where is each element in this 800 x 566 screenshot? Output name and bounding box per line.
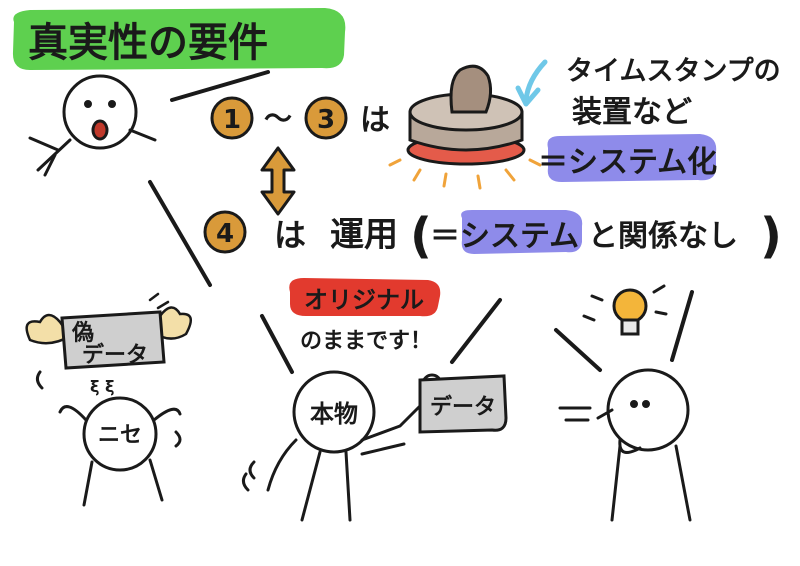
coin-three: [304, 96, 348, 140]
real-data-card: データ: [418, 374, 508, 434]
fake-card-line2: データ: [82, 342, 148, 368]
callout-arrowhead: [515, 85, 541, 107]
thinking-figure: [558, 368, 692, 522]
range-ha: は: [360, 103, 390, 138]
wing-icon: [25, 313, 72, 345]
paren-open: (: [410, 208, 432, 264]
range-tilde: 〜: [264, 102, 292, 135]
double-arrow-icon: [260, 146, 296, 216]
operation-text: 運用: [330, 215, 398, 255]
fake-card-body: [60, 310, 166, 370]
callout-line-1: タイムスタンプの: [566, 56, 781, 87]
fake-person-label: ニセ: [98, 423, 142, 448]
real-card-body: [418, 374, 508, 434]
original-group: オリジナル のままです！: [289, 278, 441, 354]
fake-data-card: 偽 データ: [25, 292, 193, 370]
paren-system: ＝システム: [430, 219, 579, 254]
original-subtext: のままです！: [300, 329, 432, 354]
page-title: 真実性の要件: [28, 20, 268, 66]
surprised-figure: [28, 74, 157, 177]
callout-line-2: 装置など: [572, 95, 692, 130]
mid-left-line: [260, 314, 294, 374]
original-highlight: [289, 278, 441, 317]
right-right-line: [670, 290, 694, 362]
four-row: 4 は 運用 ( ＝システム と関係なし ): [203, 208, 782, 264]
mid-right-line: [450, 298, 502, 364]
motion-marks: [148, 292, 170, 310]
real-card-text: データ: [430, 394, 496, 420]
paren-system-highlight: [461, 210, 583, 254]
four-ha: は: [274, 216, 306, 254]
original-text: オリジナル: [304, 286, 424, 314]
left-diagonal-line: [148, 180, 212, 287]
right-left-line: [554, 328, 602, 372]
fake-figure: ξ ξ: [35, 370, 182, 507]
top-divider-line: [170, 70, 270, 102]
paren-rest: と関係なし: [588, 219, 738, 254]
worry-marks: ξ ξ: [90, 377, 114, 396]
system-label-group: ＝システム化: [538, 134, 717, 182]
callout-arrow: [523, 59, 548, 103]
range-row: 1 〜 3 は: [210, 96, 390, 140]
system-highlight: [547, 134, 717, 182]
real-person-label: 本物: [310, 400, 358, 428]
title-group: 真実性の要件: [12, 8, 346, 70]
coin-four: [203, 210, 247, 254]
coin-three-label: 3: [317, 105, 335, 135]
title-highlight: [12, 8, 346, 70]
system-label: ＝システム化: [538, 145, 717, 180]
real-figure: [241, 370, 443, 522]
timestamp-callout: タイムスタンプの 装置など: [515, 56, 781, 130]
stamp-icon: [388, 64, 542, 190]
coin-one-label: 1: [223, 105, 241, 135]
fake-card-line1: 偽: [71, 320, 94, 346]
coin-four-label: 4: [216, 219, 234, 249]
lightbulb-icon: [582, 284, 668, 336]
paren-close: ): [760, 208, 782, 264]
coin-one: [210, 96, 254, 140]
